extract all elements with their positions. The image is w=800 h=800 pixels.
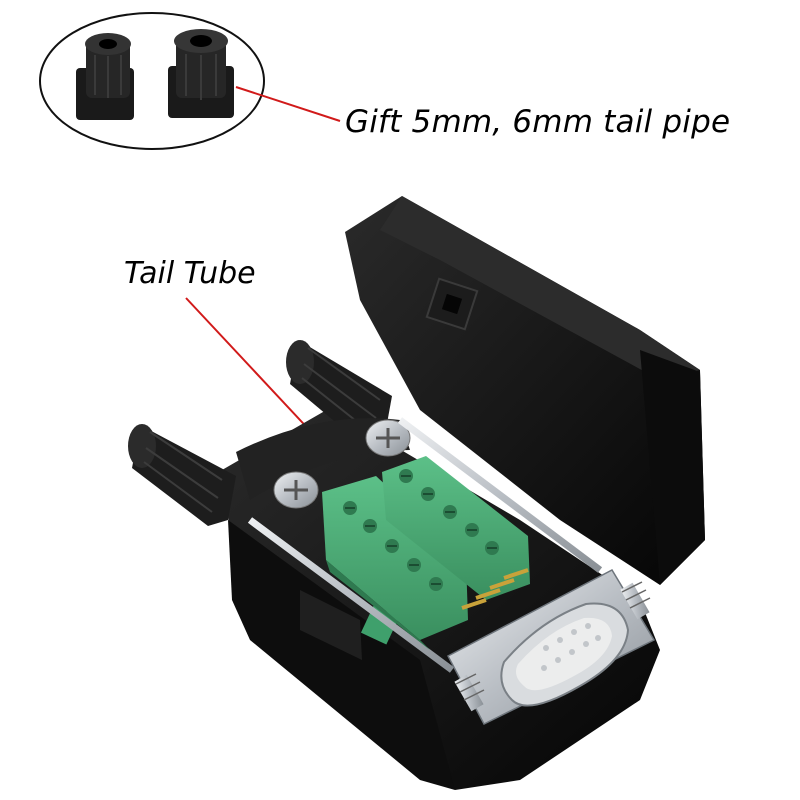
tail-tube-label: Tail Tube — [124, 256, 256, 291]
tail-pipe-5mm — [76, 33, 134, 120]
clamp-screw-left — [273, 471, 319, 509]
tail-tube-left — [128, 424, 236, 526]
db9-connector — [446, 569, 656, 725]
terminal-block-front — [322, 476, 468, 650]
gift-leader-line — [235, 86, 341, 122]
metal-rail-front — [247, 517, 455, 673]
gold-pins — [461, 568, 529, 610]
tail-pipe-6mm — [168, 29, 234, 118]
gift-tail-pipe-label: Gift 5mm, 6mm tail pipe — [345, 104, 731, 140]
terminal-block-back — [382, 456, 530, 600]
gift-tail-pipes-inset — [39, 12, 265, 150]
thumb-screw-right — [620, 581, 651, 620]
thumb-screw-left — [454, 673, 485, 712]
metal-rail-back — [397, 417, 603, 573]
housing-lid — [345, 196, 705, 585]
clamp-screw-right — [365, 419, 411, 457]
